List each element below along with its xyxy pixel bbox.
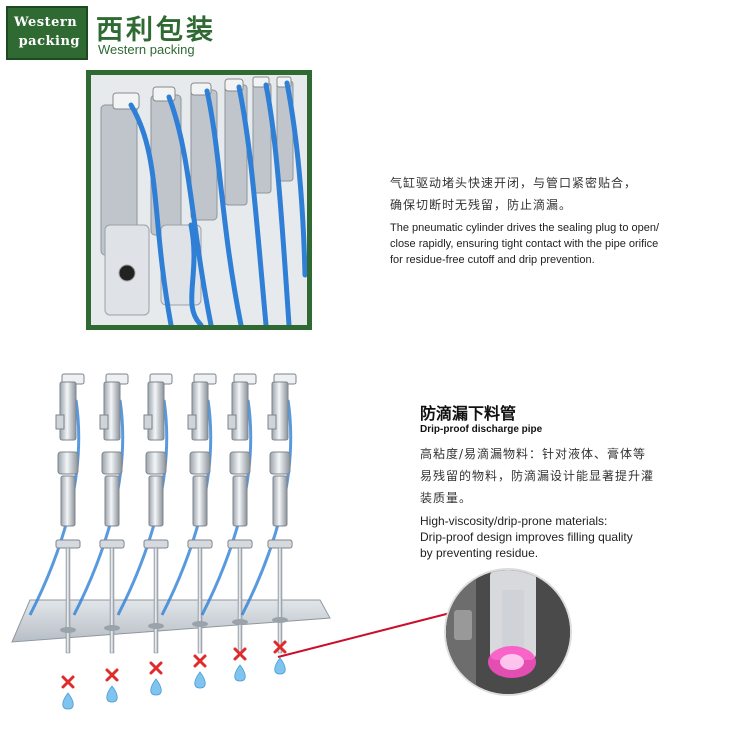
pipe-valve	[232, 475, 248, 527]
logo-box-line1: Western	[14, 15, 78, 30]
plate-ring	[272, 617, 288, 623]
section1-en-line3: for residue-free cutoff and drip prevent…	[390, 254, 595, 266]
logo-english-name: Western packing	[98, 42, 195, 57]
discharge-pipe	[197, 547, 203, 654]
red-x-icon	[193, 654, 207, 668]
discharge-pipe	[153, 547, 159, 654]
pipe-clamp	[229, 451, 251, 475]
section1-en-line1: The pneumatic cylinder drives the sealin…	[390, 222, 660, 234]
pipe-side-fitting	[267, 414, 277, 430]
logo-box: Western packing	[6, 6, 88, 60]
plate-ring	[60, 627, 76, 633]
red-x-icon	[105, 668, 119, 682]
logo-chinese-name: 西利包装	[96, 15, 216, 46]
plate-ring	[192, 621, 208, 627]
section2-en-line3: by preventing residue.	[420, 546, 539, 560]
pipe-clamp	[101, 451, 123, 475]
discharge-pipe	[109, 547, 115, 654]
pipe-clamp	[57, 451, 79, 475]
pipe-valve	[104, 475, 120, 527]
water-drop-icon	[106, 685, 118, 703]
pipe-side-fitting	[99, 414, 109, 430]
pipe-side-fitting	[55, 414, 65, 430]
pipe-clamp	[145, 451, 167, 475]
pipe-valve	[272, 475, 288, 527]
section2-en-line1: High-viscosity/drip-prone materials:	[420, 514, 608, 528]
section1-cn-line2: 确保切断时无残留，防止滴漏。	[390, 198, 573, 212]
pipe-clamp	[189, 451, 211, 475]
cylinder-photo	[86, 70, 312, 330]
section1-en-line2: close rapidly, ensuring tight contact wi…	[390, 238, 659, 250]
water-drop-icon	[234, 664, 246, 682]
pointer-line	[277, 609, 463, 658]
discharge-pipe	[277, 547, 283, 654]
section2-cn-line3: 装质量。	[420, 491, 473, 505]
red-x-icon	[61, 675, 75, 689]
section1-text: 气缸驱动堵头快速开闭，与管口紧密贴合， 确保切断时无残留，防止滴漏。 The p…	[390, 172, 720, 268]
pipe-clamp	[269, 451, 291, 475]
plate-ring	[148, 623, 164, 629]
water-drop-icon	[62, 692, 74, 710]
water-drop-icon	[274, 657, 286, 675]
discharge-pipe-svg	[11, 373, 331, 710]
pipe-side-fitting	[143, 414, 153, 430]
cylinder-illustration	[91, 75, 307, 325]
plate-ring	[232, 619, 248, 625]
pipe-valve	[148, 475, 164, 527]
section1-cn-line1: 气缸驱动堵头快速开闭，与管口紧密贴合，	[390, 176, 638, 190]
discharge-pipe-illustration	[0, 360, 340, 730]
section2-text: 防滴漏下料管 Drip-proof discharge pipe 高粘度/易滴漏…	[420, 400, 720, 561]
red-x-icon	[233, 647, 247, 661]
plate-ring	[104, 625, 120, 631]
logo-box-line2: packing	[18, 34, 80, 49]
discharge-pipe	[65, 547, 71, 654]
pipe-side-fitting	[227, 414, 237, 430]
pipe-valve	[192, 475, 208, 527]
section2-en-line2: Drip-proof design improves filling quali…	[420, 530, 633, 544]
pipe-side-fitting	[187, 414, 197, 430]
red-x-icon	[273, 640, 287, 654]
red-x-icon	[149, 661, 163, 675]
section2-cn-line1: 高粘度/易滴漏物料：针对液体、膏体等	[420, 447, 647, 461]
water-drop-icon	[150, 678, 162, 696]
section2-title-en: Drip-proof discharge pipe	[420, 424, 543, 435]
section2-cn-line2: 易残留的物料，防滴漏设计能显著提升灌	[420, 469, 655, 483]
nozzle-zoom-svg	[446, 570, 570, 694]
nozzle-zoom-photo	[444, 568, 572, 696]
water-drop-icon	[194, 671, 206, 689]
section2-title-cn: 防滴漏下料管	[420, 404, 517, 423]
pipe-valve	[60, 475, 76, 527]
